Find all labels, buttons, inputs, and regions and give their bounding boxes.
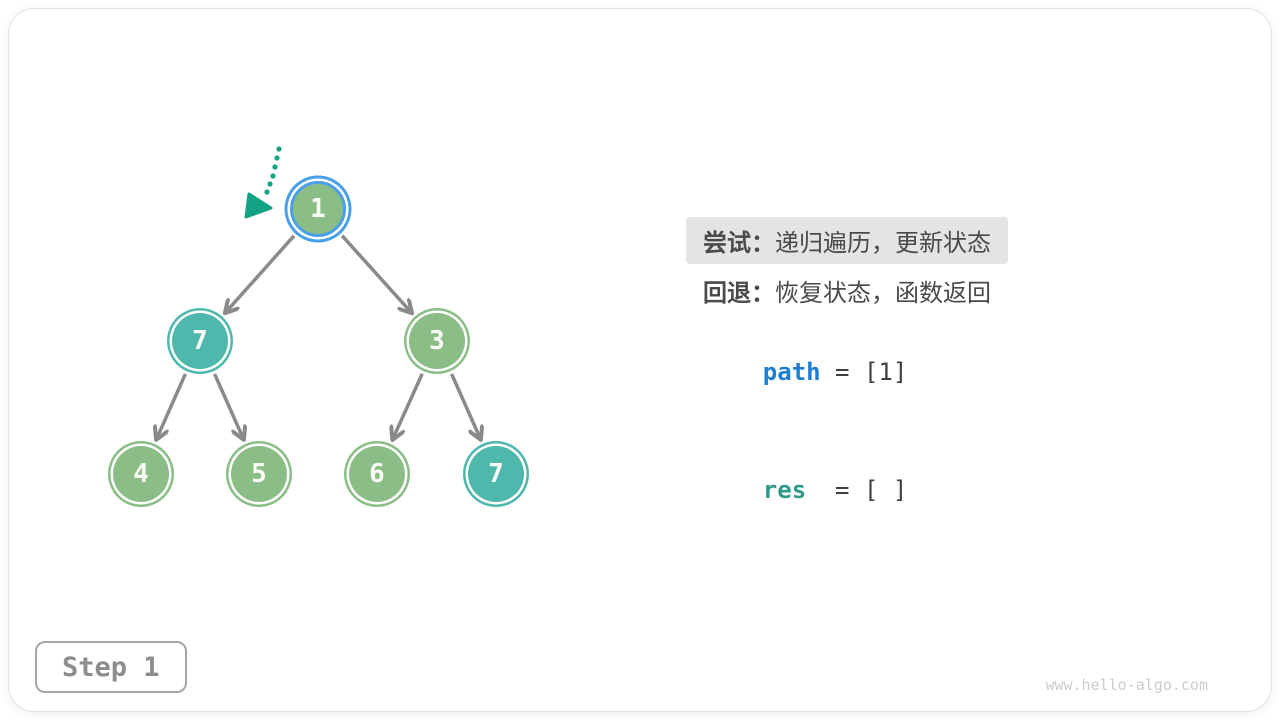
pointer-arrow <box>244 146 282 219</box>
tree-node-7: 7 <box>172 313 228 369</box>
pointer-dot <box>267 181 273 187</box>
tree-edge <box>156 373 187 439</box>
tree-node-3: 3 <box>409 313 465 369</box>
watermark-text: www.hello-algo.com <box>1045 676 1208 694</box>
tree-edge <box>213 373 244 439</box>
pointer-dot <box>274 155 280 161</box>
back-label: 回退： <box>703 280 775 307</box>
path-value: [1] <box>863 358 908 386</box>
step-label: Step 1 <box>62 651 160 683</box>
tree-node-4: 4 <box>113 446 169 502</box>
path-variable-line: path = [1] <box>705 330 908 414</box>
pointer-dot <box>276 146 282 152</box>
pointer-dot <box>270 173 276 179</box>
tree-node-7: 7 <box>468 446 524 502</box>
step-badge: Step 1 <box>35 641 187 693</box>
path-var-name: path <box>762 358 821 386</box>
try-label: 尝试： <box>703 230 775 257</box>
tree-edge <box>450 373 481 439</box>
back-text: 恢复状态，函数返回 <box>775 280 991 307</box>
pointer-dot <box>272 164 278 170</box>
pointer-arrowhead-icon <box>244 192 273 219</box>
tree-node-5: 5 <box>231 446 287 502</box>
tree-node-6: 6 <box>349 446 405 502</box>
legend-try-line: 尝试：递归遍历，更新状态 <box>686 217 1008 264</box>
tree-edge <box>225 234 296 313</box>
pointer-dot <box>264 189 270 195</box>
tree-node-1-current: 1 <box>290 181 346 237</box>
path-equals: = <box>820 358 864 386</box>
res-equals: = <box>806 476 864 504</box>
tree-edge <box>340 234 412 313</box>
try-text: 递归遍历，更新状态 <box>775 230 991 257</box>
tree-edge <box>393 373 424 440</box>
res-variable-line: res = [ ] <box>705 448 908 532</box>
res-value: [ ] <box>863 476 908 504</box>
legend-back-line: 回退：恢复状态，函数返回 <box>703 279 991 308</box>
res-var-name: res <box>762 476 807 504</box>
